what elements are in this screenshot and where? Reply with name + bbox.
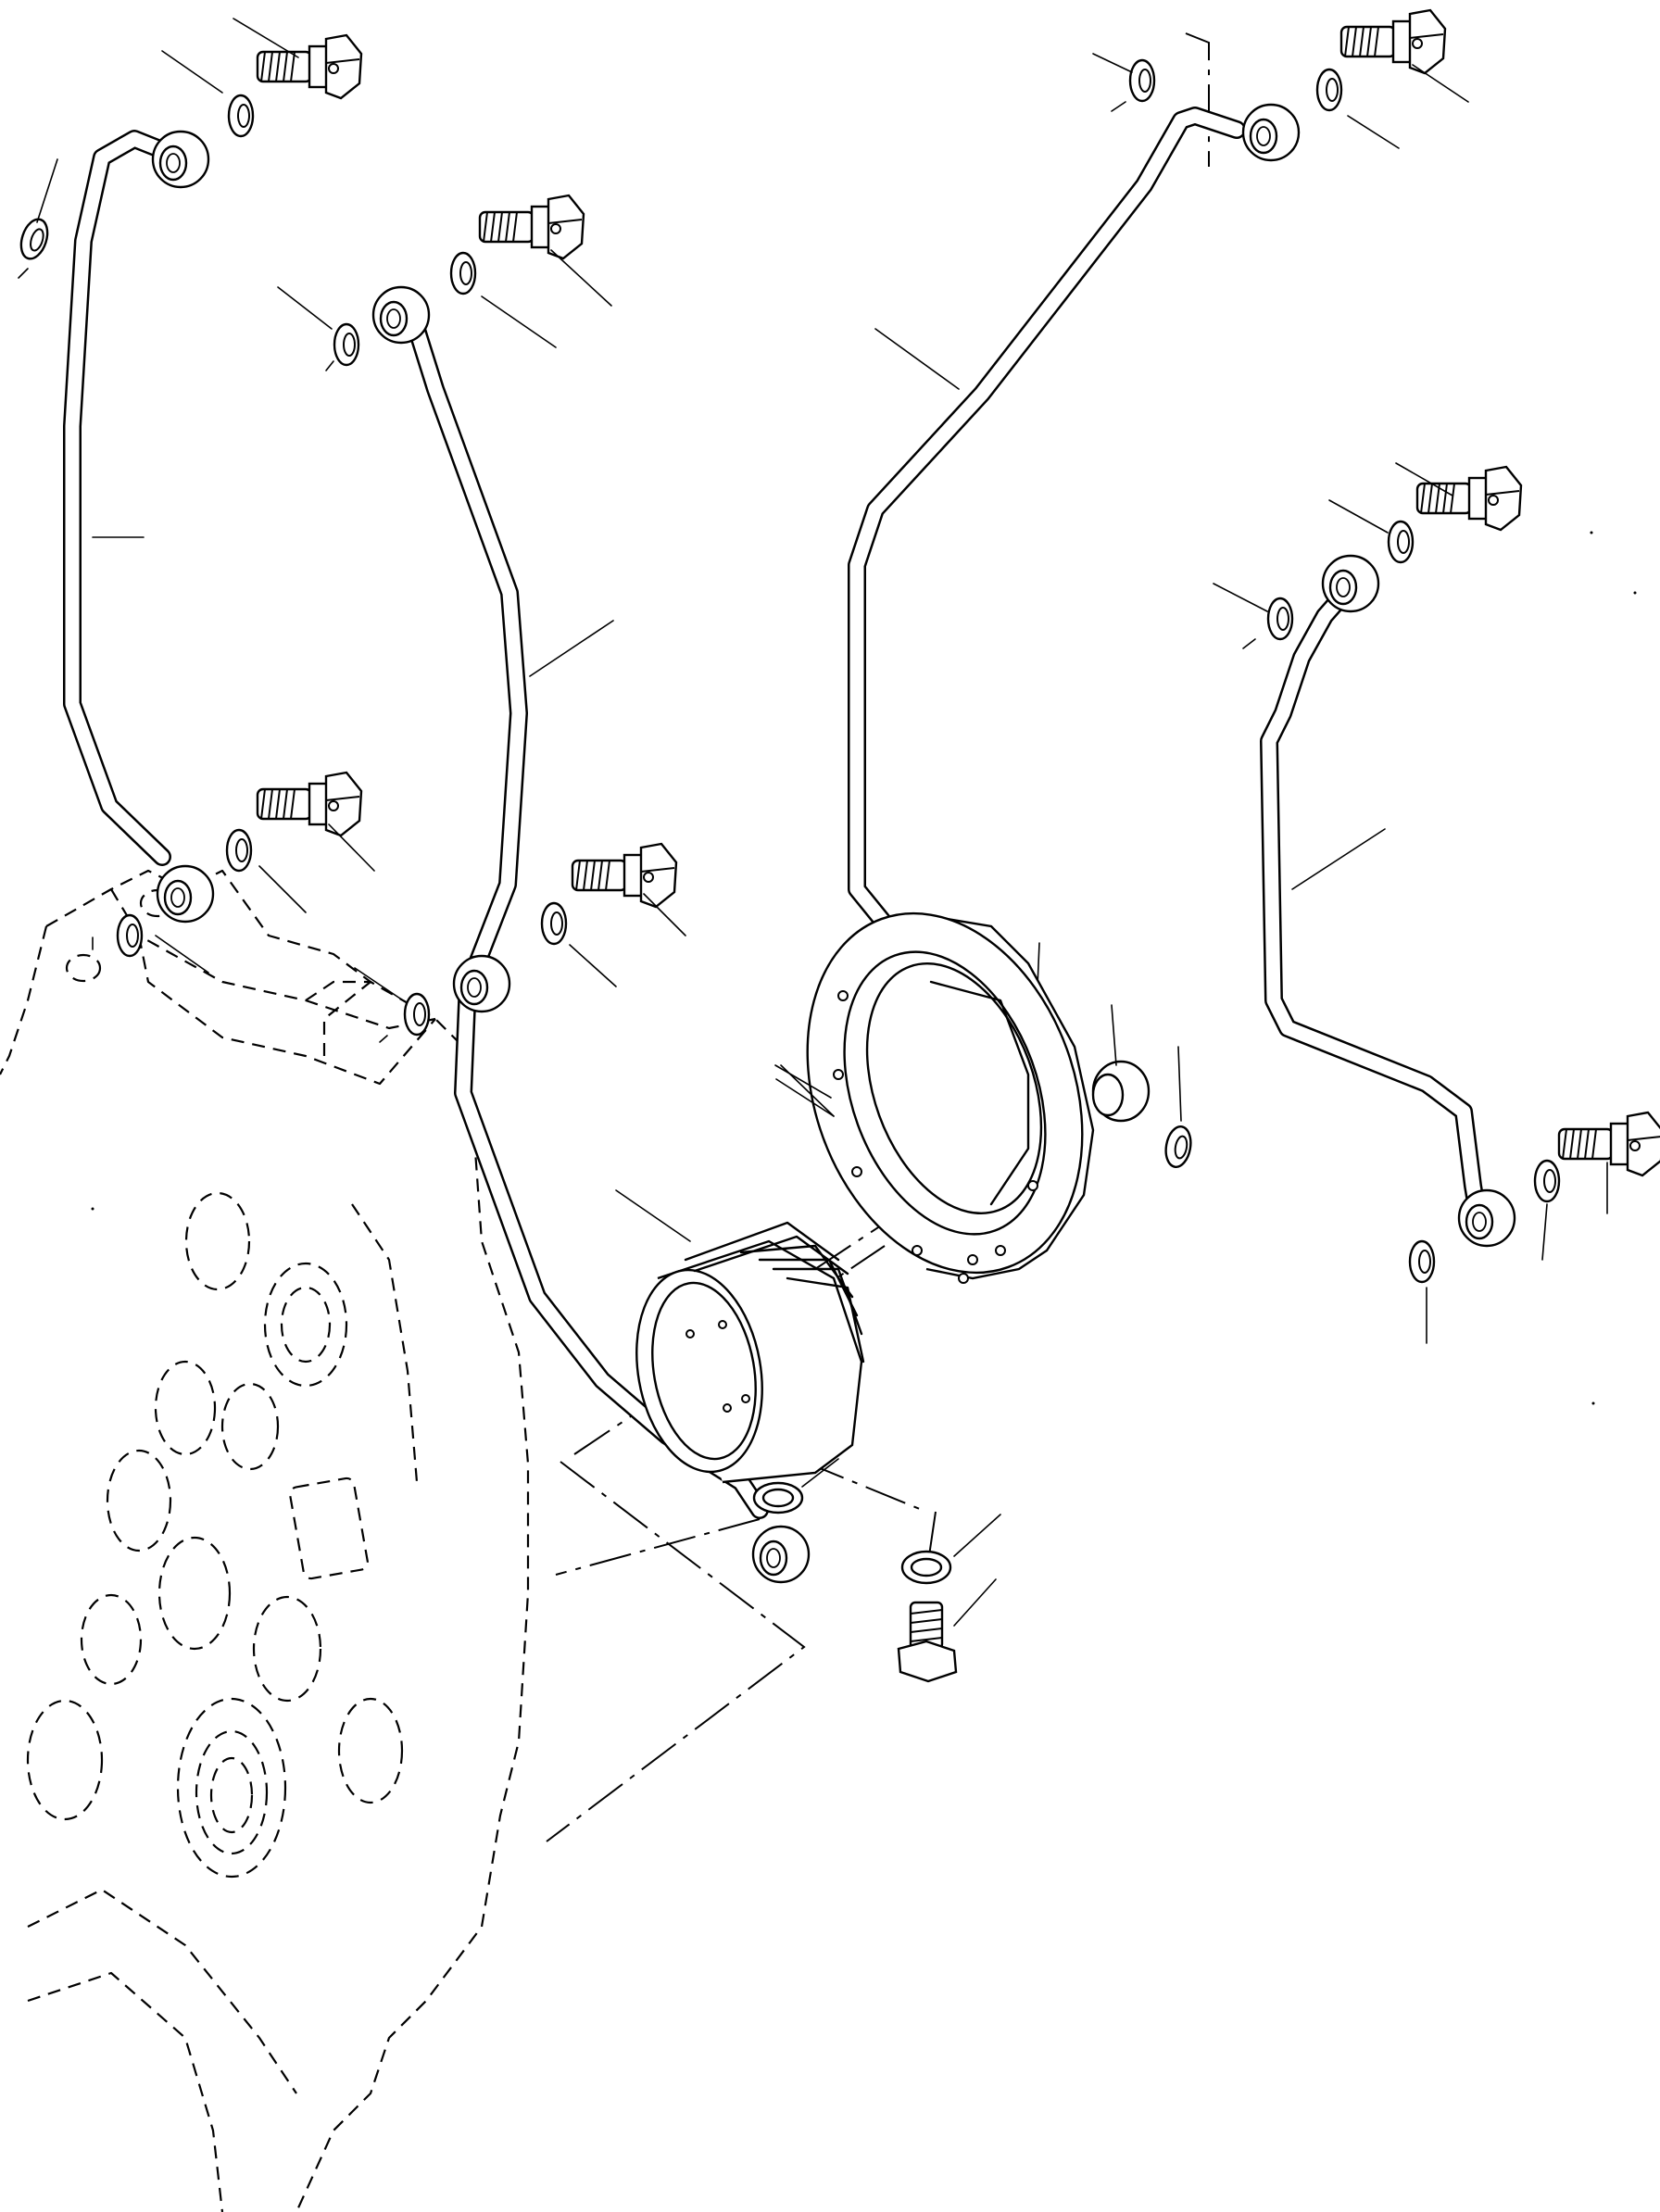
pipe-2-middle-fitting <box>354 842 686 1043</box>
pipe-2-upper-fitting <box>277 194 612 371</box>
pipe-1-lower-fitting <box>92 771 375 974</box>
oil-pipe-1 <box>63 130 190 866</box>
transmission-housing-phantom <box>0 869 530 2212</box>
oil-pipe-4 <box>1260 584 1487 1223</box>
scan-specks <box>91 531 1637 1405</box>
callout-leader-pipe-3 <box>874 328 960 390</box>
pipe-3-upper-fitting <box>1092 8 1469 162</box>
pipe-4-upper-fitting <box>1213 462 1523 649</box>
pipe-2-lower-fitting <box>751 1458 839 1584</box>
bushing-sleeve <box>615 1189 865 1484</box>
pipe-1-upper-fitting <box>15 18 363 279</box>
drain-bolt-and-washer <box>897 1514 1001 1683</box>
flange-housing <box>774 911 1095 1284</box>
pipe-4-lower-fitting <box>1408 1111 1660 1344</box>
callout-leader-pipe-4 <box>1291 828 1386 890</box>
oil-pipe-3 <box>848 107 1246 987</box>
callout-leader-pipe-2 <box>529 620 614 677</box>
